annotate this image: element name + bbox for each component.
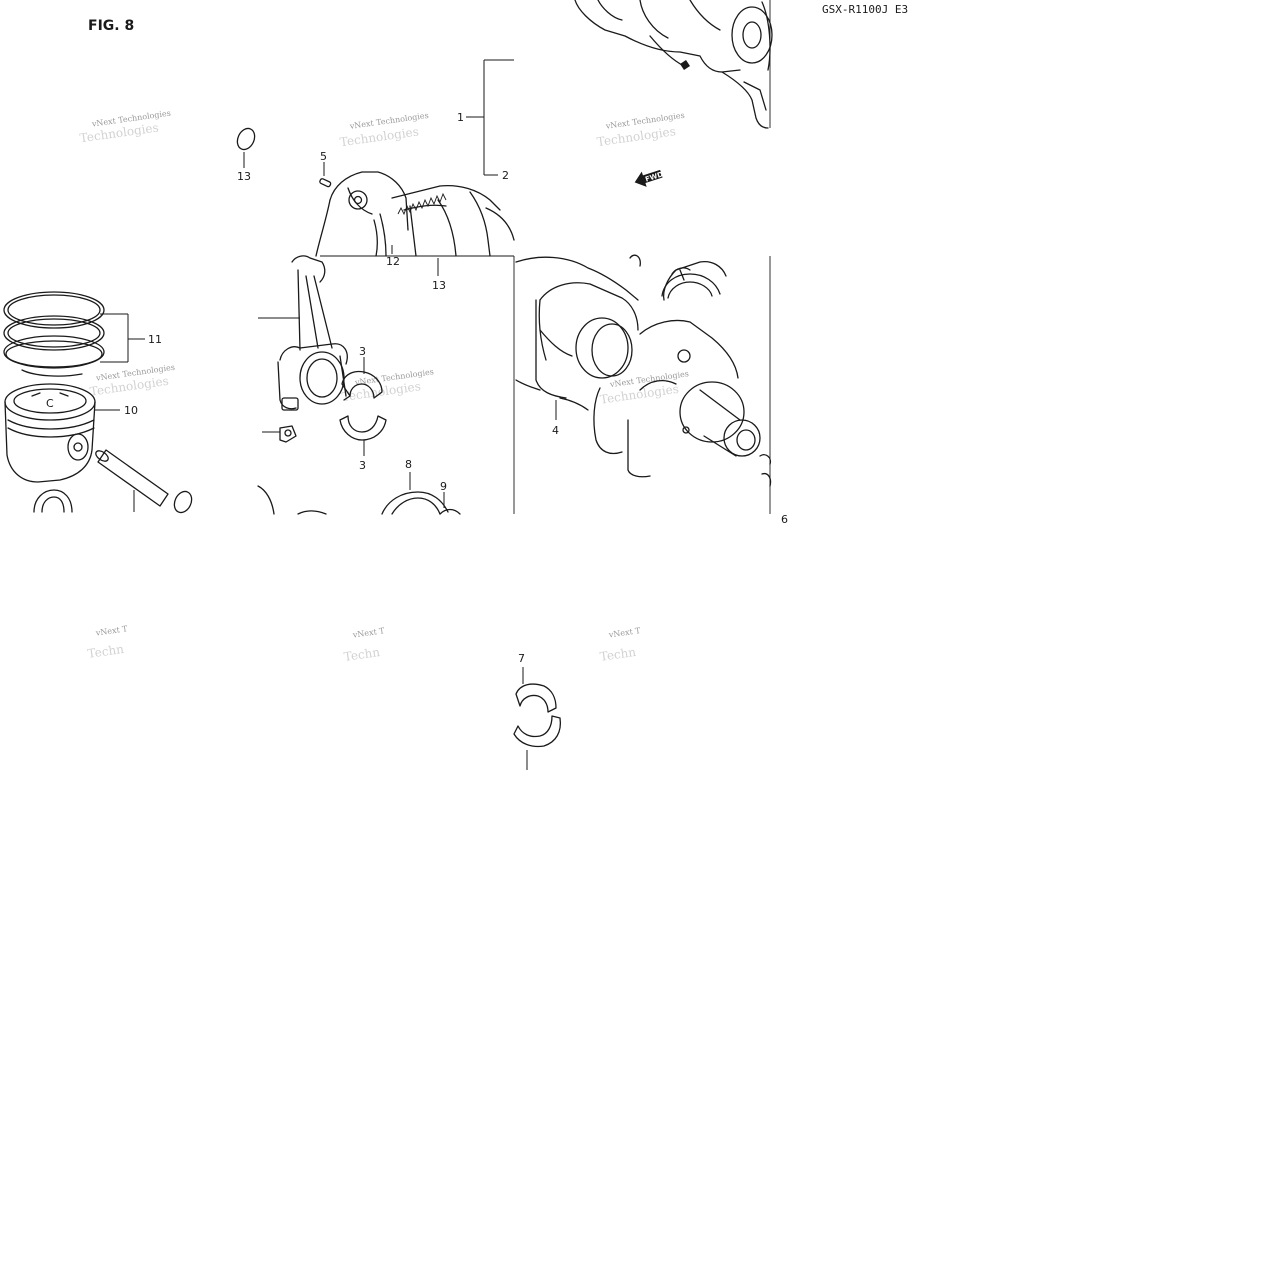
thrust-bearing-fragment-drawing [661,269,721,299]
model-code: GSX-R1100J E3 [822,3,908,16]
callout-2: 2 [502,169,509,182]
piston-pin-drawing [95,449,193,514]
circlip-upper-drawing [236,127,256,168]
conrod-bearing-upper-drawing [341,357,383,401]
connecting-rod-drawing [258,255,348,443]
watermark-9: Techn vNext T [599,626,642,664]
watermark-6: Technologies vNext Technologies [599,369,689,406]
piston-drawing: C [4,383,96,483]
small-end-bushing-drawing [33,489,73,513]
svg-text:Techn: Techn [87,642,125,661]
svg-text:vNext T: vNext T [351,626,385,640]
callout-8: 8 [405,458,412,471]
bracket-1-2 [466,59,514,176]
watermark-1: Technologies vNext Technologies [79,109,171,146]
crankshaft-upper-drawing [574,0,773,129]
callout-13-mid: 13 [432,279,446,292]
thrust-washer-drawing [381,472,461,515]
watermark-4: Technologies vNext Technologies [89,363,175,399]
callout-5: 5 [320,150,327,163]
callout-10: 10 [124,404,138,417]
callout-3-bottom: 3 [359,459,366,472]
watermark-7: Techn vNext T [87,624,129,661]
fwd-arrow-icon: FWD [634,169,664,187]
callout-11: 11 [148,333,162,346]
watermark-5: Technologies vNext Technologies [341,367,434,404]
arc-fragment-drawing-2 [297,510,327,515]
figure-label: FIG. 8 [88,18,134,34]
svg-text:Techn: Techn [599,645,637,664]
bracket-11 [100,313,145,363]
dowel-pin-drawing [319,162,332,188]
watermark-2: Technologies vNext Technologies [339,111,429,149]
callout-7: 7 [518,652,525,665]
main-bearing-drawing [513,667,562,770]
piston-rings-drawing [3,291,105,377]
callout-12: 12 [386,255,400,268]
gear-teeth-drawing [397,192,447,216]
conrod-bearing-lower-drawing [339,415,387,456]
svg-text:vNext T: vNext T [94,624,128,638]
callout-6: 6 [781,513,788,526]
callout-3-top: 3 [359,345,366,358]
balancer-shaft-drawing [315,171,515,257]
crankshaft-main-drawing [513,254,772,514]
svg-text:vNext T: vNext T [607,626,641,640]
callout-9: 9 [440,480,447,493]
callout-4: 4 [552,424,559,437]
arc-fragment-drawing [257,485,275,515]
watermark-8: Techn vNext T [343,626,386,664]
svg-text:C: C [46,397,54,410]
svg-text:FWD: FWD [644,170,664,183]
callout-1: 1 [457,111,464,124]
callout-13-top: 13 [237,170,251,183]
svg-text:Techn: Techn [343,645,381,664]
watermark-3: Technologies vNext Technologies [596,111,685,149]
